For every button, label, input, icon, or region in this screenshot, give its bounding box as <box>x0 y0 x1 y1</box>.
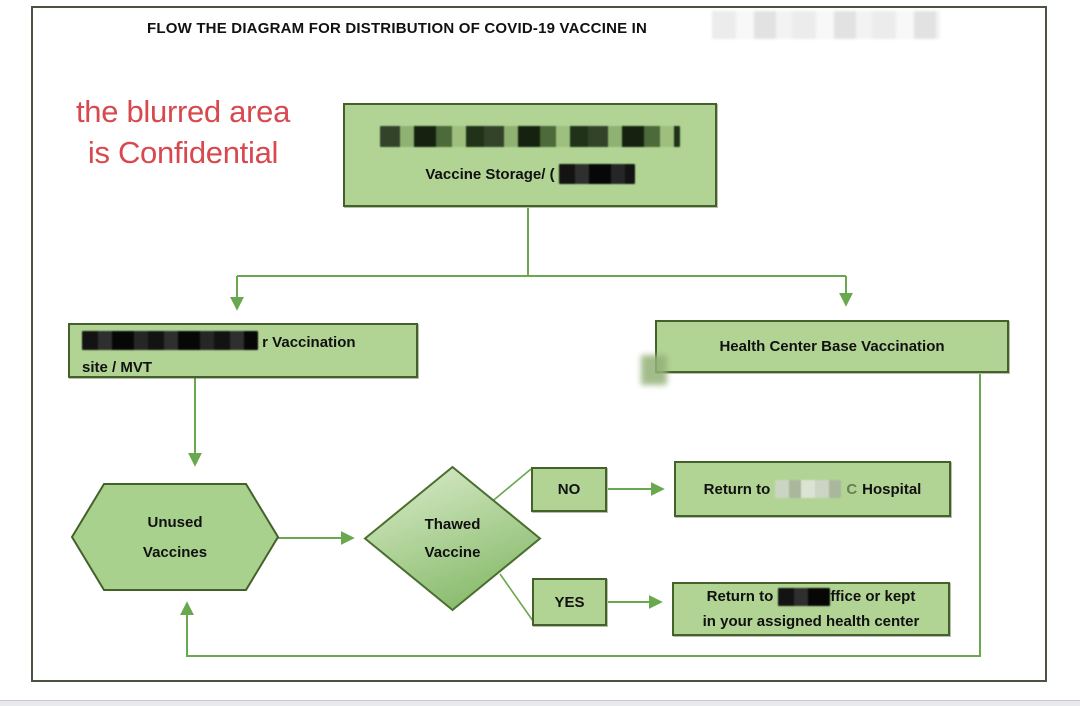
node-decision-no: NO <box>531 467 607 512</box>
redacted-hospital-name <box>775 480 842 498</box>
office-line1-suffix: ffice or kept <box>830 588 916 605</box>
redacted-health-center-smudge <box>641 355 667 385</box>
hospital-suffix: Hospital <box>862 480 922 498</box>
office-line1-prefix: Return to <box>706 588 774 605</box>
node-decision-yes: YES <box>532 578 607 626</box>
health-center-label: Health Center Base Vaccination <box>719 338 945 355</box>
node-return-office: Return to ffice or kept in your assigned… <box>672 582 950 636</box>
hospital-prefix: Return to <box>703 480 771 498</box>
redacted-mvt-site-name <box>82 331 258 350</box>
page-title-text: FLOW THE DIAGRAM FOR DISTRIBUTION OF COV… <box>147 20 648 37</box>
redacted-storage-line1 <box>380 126 680 147</box>
unused-line1: Unused <box>147 513 203 531</box>
no-label: NO <box>557 481 581 498</box>
confidential-note-line1: the blurred area <box>75 94 291 129</box>
confidential-note: the blurred area is Confidential <box>30 92 336 174</box>
unused-vaccines-label: Unused Vaccines <box>72 484 278 590</box>
redacted-title-location <box>712 11 940 39</box>
thawed-line2: Vaccine <box>424 544 481 561</box>
node-vaccine-storage: Vaccine Storage/ ( <box>343 103 717 207</box>
mvt-line2: site / MVT <box>82 359 153 376</box>
screenshot-bottom-strip <box>0 700 1080 706</box>
node-mvt-vaccination-site: r Vaccination site / MVT <box>68 323 418 378</box>
node-return-hospital: Return to C Hospital <box>674 461 951 517</box>
thawed-line1: Thawed <box>424 516 481 533</box>
confidential-note-line2: is Confidential <box>87 134 279 170</box>
yes-label: YES <box>554 593 585 611</box>
thawed-vaccine-label: Thawed Vaccine <box>365 467 540 610</box>
page-border <box>31 6 1047 682</box>
node-health-center-base: Health Center Base Vaccination <box>655 320 1009 373</box>
mvt-line1-suffix: r Vaccination <box>262 334 356 351</box>
office-line2: in your assigned health center <box>702 613 920 630</box>
redacted-storage-name <box>558 164 635 184</box>
storage-label: Vaccine Storage/ ( <box>425 165 555 183</box>
unused-line2: Vaccines <box>142 543 208 561</box>
redacted-office-name <box>778 587 831 606</box>
page-title: FLOW THE DIAGRAM FOR DISTRIBUTION OF COV… <box>147 20 647 37</box>
hospital-partial-letter: C <box>846 480 858 498</box>
